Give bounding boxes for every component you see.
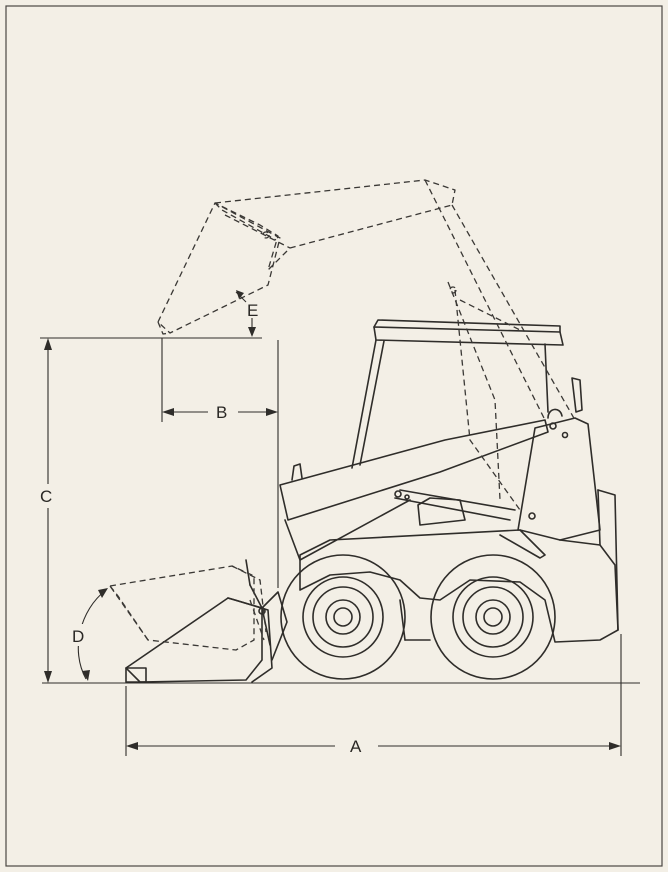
dimension-e: [235, 290, 256, 337]
label-a: A: [350, 737, 362, 756]
raised-arm-ghost: [157, 179, 576, 511]
page-frame: [5, 5, 663, 867]
rear-wheel: [430, 554, 556, 680]
label-c: C: [40, 487, 52, 506]
operator-cab: [351, 319, 564, 526]
loader-body: [299, 377, 619, 643]
dimension-c: [40, 337, 262, 683]
front-wheel: [280, 554, 406, 680]
bucket-dump-ghost: [109, 565, 267, 651]
label-d: D: [72, 627, 84, 646]
label-e: E: [247, 301, 258, 320]
dimension-a: [125, 634, 622, 756]
lift-arm: [279, 419, 549, 561]
dimension-b: [161, 338, 279, 588]
bucket-lowered: [125, 559, 288, 683]
label-b: B: [216, 403, 227, 422]
